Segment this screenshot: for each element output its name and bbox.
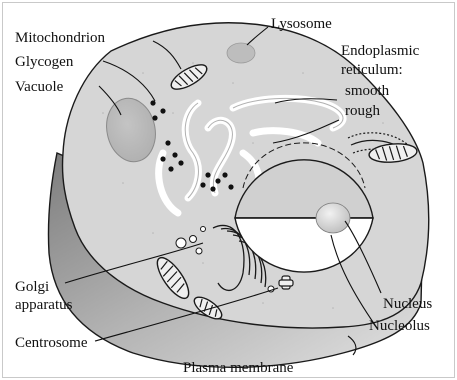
label-glycogen: Glycogen <box>15 54 74 70</box>
label-centrosome: Centrosome <box>15 335 88 351</box>
label-golgi-line1: Golgi <box>15 279 49 295</box>
label-er-rough: rough <box>345 103 380 119</box>
label-plasma-membrane: Plasma membrane <box>183 360 294 376</box>
label-vacuole: Vacuole <box>15 79 64 95</box>
label-nucleolus: Nucleolus <box>369 318 430 334</box>
cell-diagram: Mitochondrion Glycogen Vacuole Lysosome … <box>3 3 454 377</box>
lysosome-shape <box>227 43 255 63</box>
label-mitochondrion: Mitochondrion <box>15 30 105 46</box>
label-nucleus: Nucleus <box>383 296 432 312</box>
nucleolus-shape <box>316 203 350 233</box>
label-golgi-line2: apparatus <box>15 297 73 313</box>
label-er-smooth: smooth <box>345 83 390 99</box>
label-lysosome: Lysosome <box>271 16 332 32</box>
label-er-line2: reticulum: <box>341 62 403 78</box>
label-er-line1: Endoplasmic <box>341 43 420 59</box>
